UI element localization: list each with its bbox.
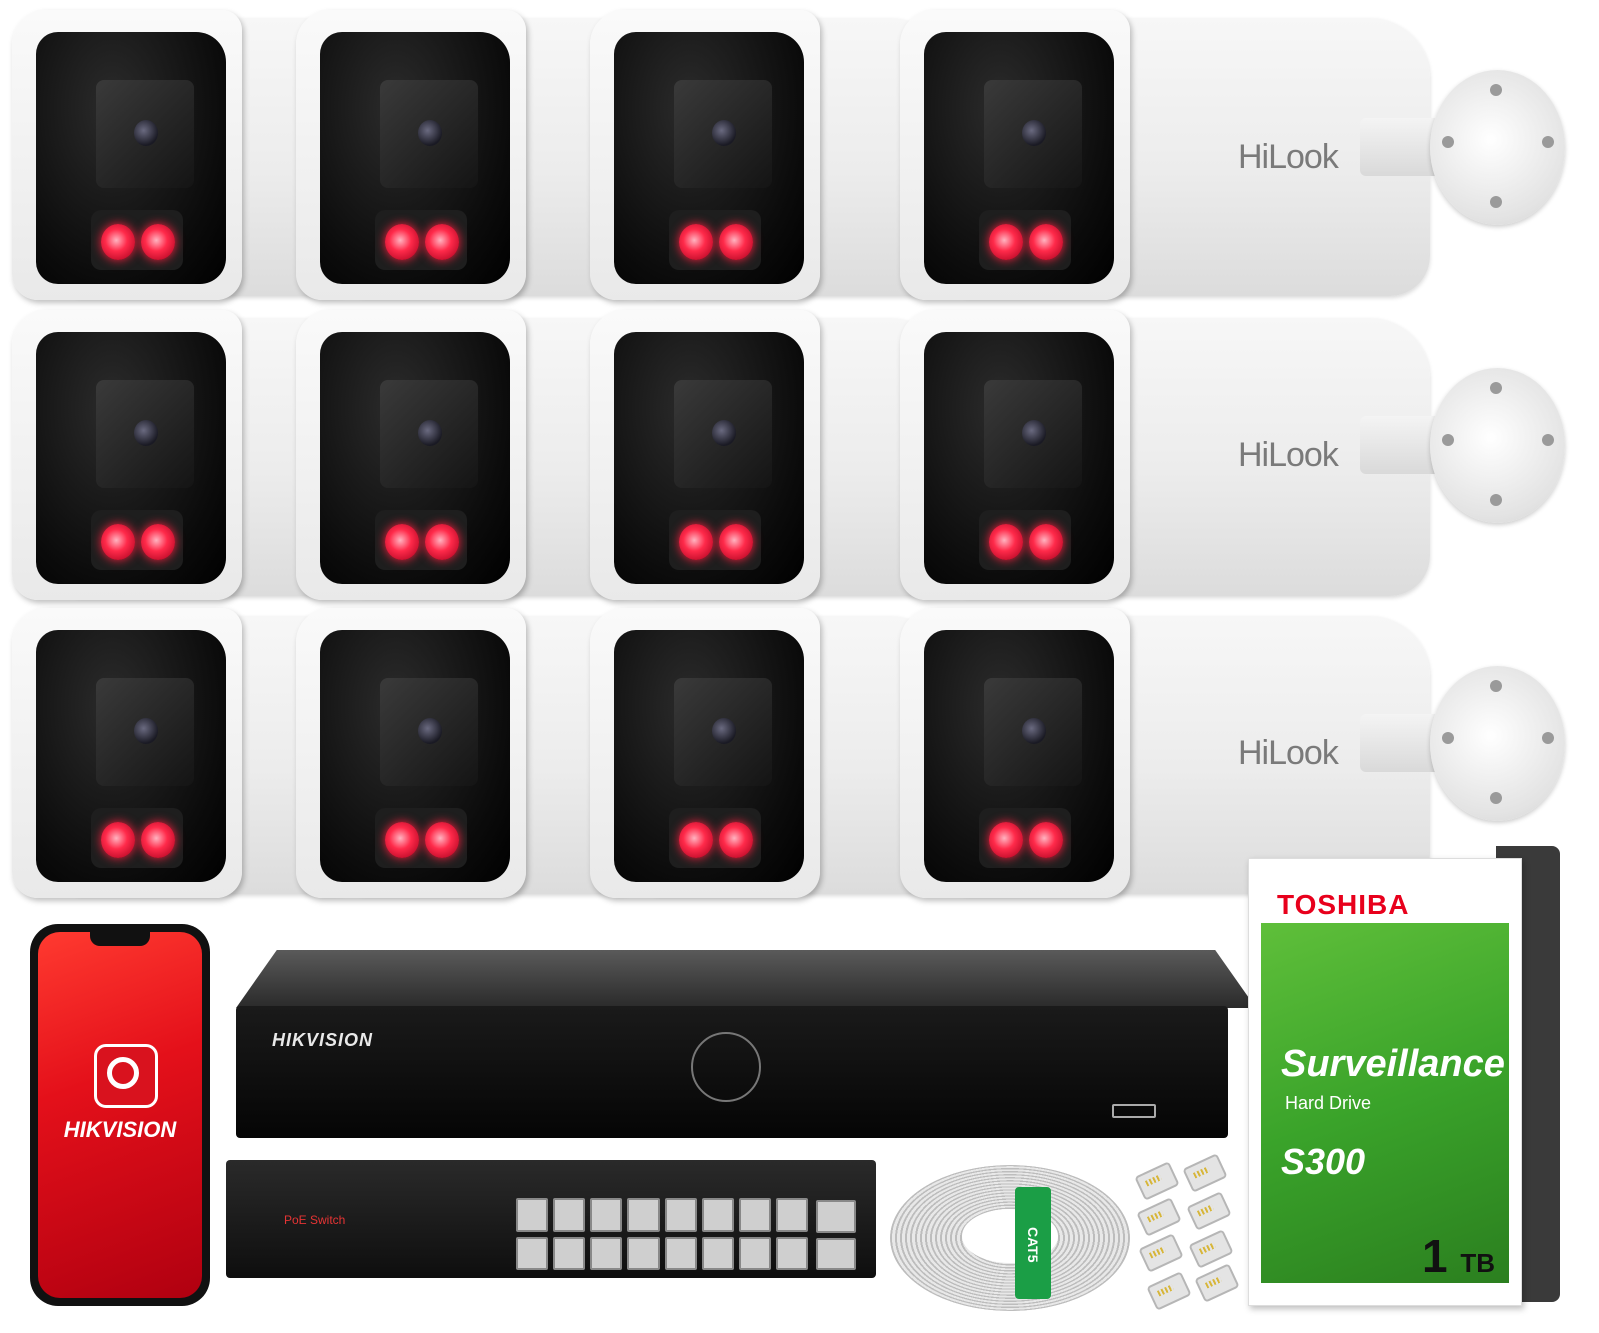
ir-led-array (91, 210, 183, 270)
switch-label: PoE Switch (284, 1213, 346, 1227)
bullet-camera (590, 608, 950, 898)
ethernet-port (516, 1236, 549, 1270)
ir-led-array (375, 808, 467, 868)
ethernet-port (590, 1236, 623, 1270)
camera-lens-icon (674, 678, 772, 786)
rj45-connector (1186, 1191, 1232, 1231)
ir-led-array (669, 510, 761, 570)
hard-drive: TOSHIBA Surveillance Hard Drive S300 1 T… (1248, 858, 1522, 1306)
switch-uplinks (816, 1200, 856, 1270)
ethernet-port (553, 1236, 586, 1270)
capacity-number: 1 (1421, 1230, 1448, 1282)
mount-plate (1430, 368, 1565, 523)
rj45-connector (1188, 1229, 1234, 1269)
hdd-model: S300 (1281, 1141, 1366, 1182)
camera-lens-icon (380, 80, 478, 188)
ir-led-array (375, 210, 467, 270)
nvr-brand: HIKVISION (272, 1030, 374, 1050)
bullet-camera (12, 310, 372, 600)
camera-lens-icon (96, 80, 194, 188)
mount-plate (1430, 666, 1565, 821)
camera-lens-icon (96, 380, 194, 488)
hilook-logo: HiLook (1238, 734, 1339, 772)
ethernet-port (553, 1198, 586, 1232)
camera-lens-icon (96, 678, 194, 786)
hikvision-app-icon (94, 1044, 158, 1108)
ethernet-port (664, 1236, 697, 1270)
ir-led-array (979, 510, 1071, 570)
ethernet-port (627, 1236, 660, 1270)
poe-switch: PoE Switch (226, 1160, 876, 1278)
ethernet-port (738, 1236, 771, 1270)
usb-port-icon (1112, 1104, 1156, 1118)
phone-screen: HIKVISION (38, 932, 202, 1298)
cable-tag-text: CAT5 (1025, 1227, 1041, 1263)
ir-led-array (91, 510, 183, 570)
phone-app-brand: HIKVISION (63, 1117, 177, 1142)
ir-led-array (979, 210, 1071, 270)
switch-ports (516, 1198, 808, 1270)
ethernet-port (738, 1198, 771, 1232)
camera-lens-icon (380, 678, 478, 786)
power-button-icon (691, 1032, 761, 1102)
camera-lens-icon (380, 380, 478, 488)
hdd-capacity: 1 TB (1422, 1229, 1495, 1283)
hdd-line1: Surveillance (1281, 1043, 1505, 1085)
wall-mount-bracket (1360, 368, 1570, 528)
ir-led-array (375, 510, 467, 570)
hdd-maker: TOSHIBA (1277, 889, 1410, 920)
hilook-logo: HiLook (1238, 436, 1339, 474)
smartphone: HIKVISION (30, 924, 210, 1306)
ethernet-port (664, 1198, 697, 1232)
ir-led-array (669, 808, 761, 868)
ethernet-port (701, 1236, 734, 1270)
ir-led-array (91, 808, 183, 868)
hdd-label: Surveillance Hard Drive S300 (1261, 923, 1509, 1283)
cable-spool: CAT5 (890, 1165, 1130, 1311)
ethernet-port (627, 1198, 660, 1232)
rj45-connector (1182, 1153, 1228, 1193)
hilook-logo: HiLook (1238, 138, 1339, 176)
wall-mount-bracket (1360, 666, 1570, 826)
camera-lens-icon (674, 80, 772, 188)
capacity-unit: TB (1460, 1248, 1495, 1278)
ethernet-port (775, 1236, 808, 1270)
cable-tag: CAT5 (1015, 1187, 1051, 1299)
ethernet-port (701, 1198, 734, 1232)
ir-led-array (979, 808, 1071, 868)
mount-plate (1430, 70, 1565, 225)
ethernet-port (516, 1198, 549, 1232)
bullet-camera (590, 10, 950, 300)
ethernet-port (775, 1198, 808, 1232)
bullet-camera (900, 10, 1430, 300)
rj45-connector (1136, 1197, 1182, 1237)
rj45-connector (1134, 1161, 1180, 1201)
nvr-recorder: HIKVISION (236, 1006, 1228, 1138)
bullet-camera (12, 10, 372, 300)
bullet-camera (12, 608, 372, 898)
bullet-camera (590, 310, 950, 600)
rj45-connector (1138, 1233, 1184, 1273)
hdd-line2: Hard Drive (1285, 1093, 1372, 1113)
rj45-connector (1194, 1263, 1240, 1303)
uplink-port (816, 1200, 856, 1233)
bullet-camera (900, 310, 1430, 600)
camera-lens-icon (984, 380, 1082, 488)
nvr-top-panel (236, 950, 1256, 1008)
ir-led-array (669, 210, 761, 270)
uplink-port (816, 1237, 856, 1270)
camera-lens-icon (984, 678, 1082, 786)
ethernet-port (590, 1198, 623, 1232)
bullet-camera (296, 10, 656, 300)
bullet-camera (296, 608, 656, 898)
bullet-camera (296, 310, 656, 600)
camera-lens-icon (984, 80, 1082, 188)
wall-mount-bracket (1360, 70, 1570, 230)
bullet-camera (900, 608, 1430, 898)
rj45-connector (1146, 1271, 1192, 1311)
camera-lens-icon (674, 380, 772, 488)
